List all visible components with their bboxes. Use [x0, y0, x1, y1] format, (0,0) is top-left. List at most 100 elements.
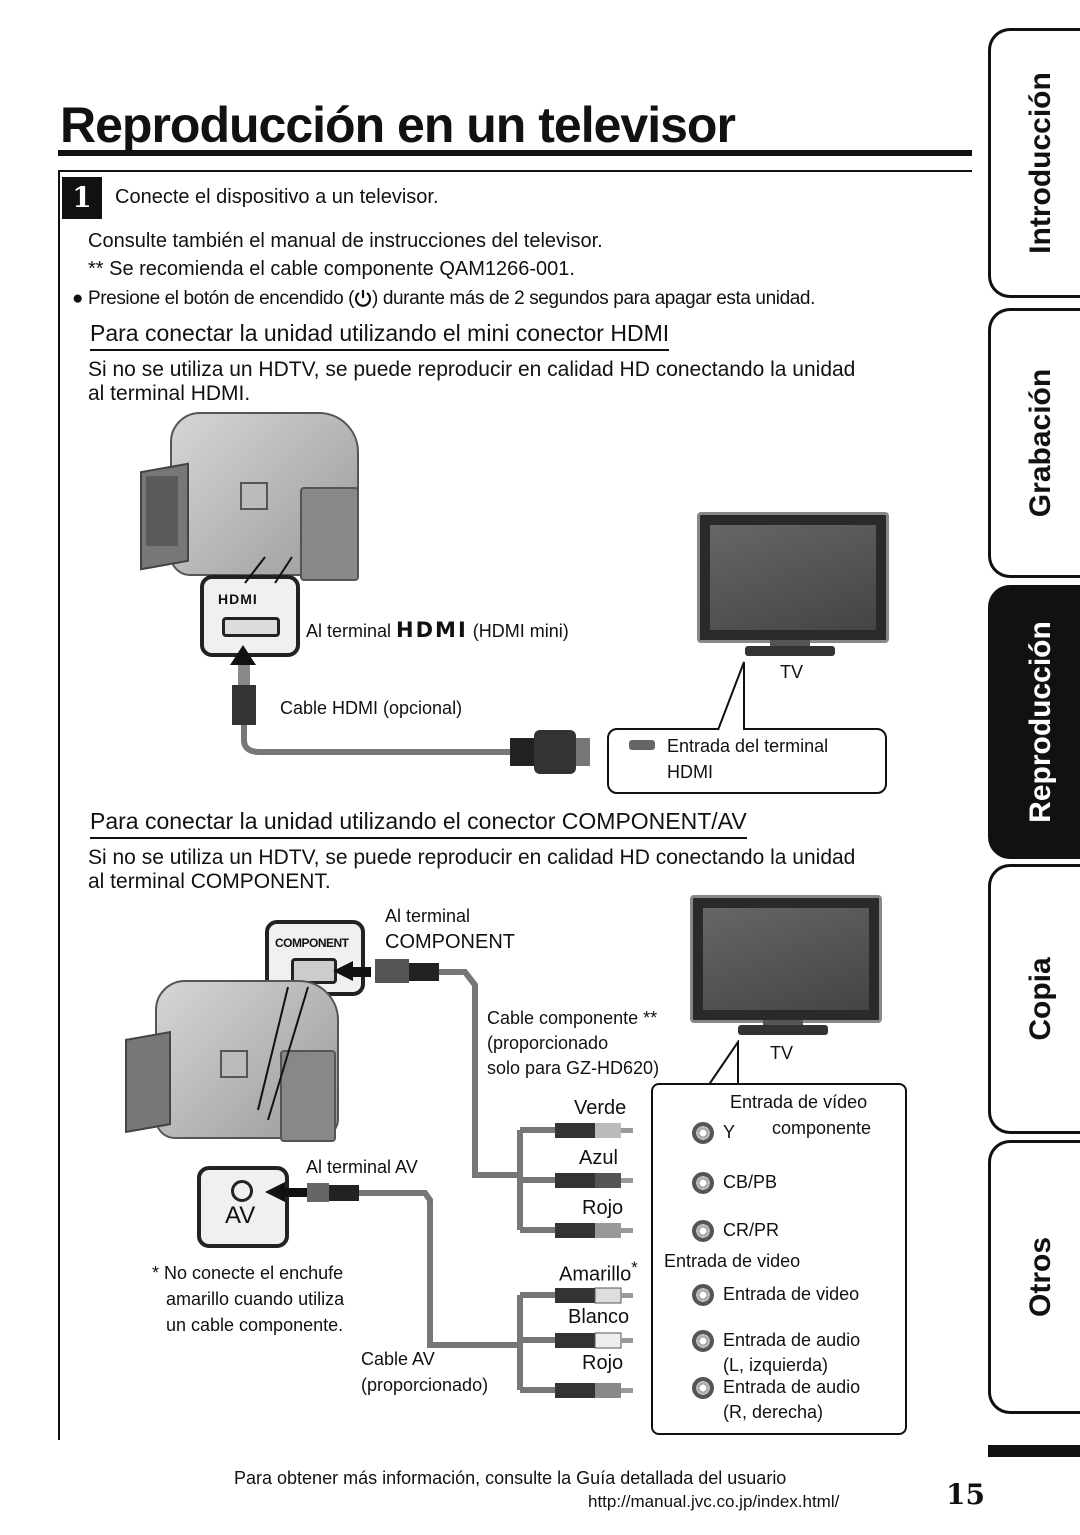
note-line-1: * No conecte el enchufe: [152, 1263, 344, 1283]
component-av-cables: [265, 959, 633, 1398]
tv-screen: [710, 525, 876, 630]
av-port-icon: [231, 1180, 253, 1202]
audio-l-line-1: Entrada de audio: [723, 1330, 861, 1350]
tv-callout-pointer: [717, 661, 745, 731]
plug-label-rojo-audio: Rojo: [582, 1352, 624, 1374]
page-number: 15: [946, 1478, 985, 1511]
terminal-prefix: Al terminal: [306, 621, 392, 641]
amarillo-text: Amarillo: [559, 1263, 632, 1286]
footer-bar: [988, 1445, 1080, 1457]
hdmi-port-icon: [222, 617, 280, 637]
component-para-line-1: Si no se utiliza un HDTV, se puede repro…: [88, 846, 856, 869]
insert-arrow-icon-component: [333, 961, 353, 981]
tab-otros[interactable]: Otros: [988, 1140, 1080, 1414]
camcorder-lens: [300, 487, 359, 581]
hdmi-icon-label: HDMI: [218, 591, 258, 607]
step-text: Conecte el dispositivo a un televisor.: [115, 186, 439, 208]
bullet-text-before: Presione el botón de encendido (: [87, 288, 355, 309]
component-para-line-2: al terminal COMPONENT.: [88, 870, 331, 893]
av-icon-label: AV: [225, 1202, 256, 1229]
component-cable-line-3: solo para GZ-HD620): [487, 1058, 660, 1078]
tv-base: [745, 646, 835, 656]
tab-reproduccion[interactable]: Reproducción: [988, 585, 1080, 859]
component-cable-line-1: Cable componente **: [487, 1008, 658, 1028]
cr-label: CR/PR: [723, 1220, 780, 1240]
note-line-3: un cable componente.: [166, 1315, 344, 1335]
amarillo-asterisk: *: [631, 1258, 638, 1277]
page-title: Reproducción en un televisor: [60, 97, 736, 153]
hdmi-cable-label: Cable HDMI (opcional): [280, 698, 463, 718]
av-terminal-label: Al terminal AV: [306, 1157, 418, 1177]
component-callout-lines: [257, 986, 309, 1121]
hdmi-paragraph: Si no se utiliza un HDTV, se puede repro…: [88, 358, 968, 406]
video-input-heading: Entrada de video: [664, 1251, 801, 1271]
tv-base-2: [738, 1025, 828, 1035]
hdmi-callout-lines: [244, 556, 293, 584]
power-bullet: ● Presione el botón de encendido () dura…: [72, 288, 815, 310]
power-icon: [354, 290, 372, 307]
audio-l-line-2: (L, izquierda): [723, 1355, 829, 1375]
component-paragraph: Si no se utiliza un HDTV, se puede repro…: [88, 846, 968, 894]
intro-line-2: ** Se recomienda el cable componente QAM…: [88, 258, 575, 280]
tab-label-otros: Otros: [1024, 1236, 1057, 1318]
lcd-screen: [146, 476, 178, 546]
tv-image-component: [690, 895, 882, 1023]
hdmi-input-line-2: HDMI: [667, 762, 713, 782]
tv-callout-pointer-2: [707, 1040, 739, 1087]
footer-url[interactable]: http://manual.jvc.co.jp/index.html/: [588, 1492, 840, 1511]
tab-grabacion[interactable]: Grabación: [988, 308, 1080, 578]
av-cable-line-2: (proporcionado): [361, 1375, 489, 1395]
speaker-grille: [240, 482, 268, 510]
cr-jack-icon: [692, 1220, 714, 1242]
hdmi-para-line-1: Si no se utiliza un HDTV, se puede repro…: [88, 358, 856, 381]
hdmi-input-port-icon: [629, 740, 655, 750]
y-label: Y: [723, 1122, 736, 1142]
tab-introduccion[interactable]: Introducción: [988, 28, 1080, 298]
left-margin-line: [58, 170, 60, 1440]
video-jack-icon: [692, 1284, 714, 1306]
camcorder-lcd-2: [125, 1030, 171, 1134]
tv-input-panel: [651, 1083, 907, 1435]
plug-label-rojo: Rojo: [582, 1197, 624, 1219]
audio-r-jack-icon: [692, 1377, 714, 1399]
av-port-icon-box: AV: [197, 1166, 289, 1248]
hdmi-para-line-2: al terminal HDMI.: [88, 382, 251, 405]
hdmi-terminal-label: Al terminal HDMI (HDMI mini): [306, 618, 569, 642]
hdmi-cable: [230, 645, 590, 774]
plug-label-blanco: Blanco: [568, 1306, 630, 1328]
plug-label-azul: Azul: [579, 1147, 618, 1169]
plug-label-verde: Verde: [574, 1097, 627, 1119]
tv-label-component: TV: [770, 1043, 794, 1063]
plug-label-amarillo: Amarillo*: [559, 1258, 638, 1287]
step-number: 1: [62, 177, 102, 219]
insert-arrow-icon-av: [265, 1182, 285, 1202]
audio-r-line-2: (R, derecha): [723, 1402, 824, 1422]
tv-stand-2: [763, 1020, 803, 1026]
tab-copia[interactable]: Copia: [988, 864, 1080, 1134]
tv-image-hdmi: [697, 512, 889, 643]
component-terminal-line-1: Al terminal: [385, 906, 471, 926]
title-rule: [58, 150, 972, 156]
tab-label-reproduccion: Reproducción: [1024, 621, 1057, 823]
hdmi-heading: Para conectar la unidad utilizando el mi…: [90, 320, 670, 351]
insert-arrow-icon: [230, 645, 256, 665]
intro-line-1: Consulte también el manual de instruccio…: [88, 230, 603, 252]
footer-text: Para obtener más información, consulte l…: [234, 1468, 787, 1488]
cb-jack-icon: [692, 1172, 714, 1194]
av-cable-line-1: Cable AV: [361, 1349, 435, 1369]
y-jack-icon: [692, 1122, 714, 1144]
audio-r-line-1: Entrada de audio: [723, 1377, 861, 1397]
component-cable-line-2: (proporcionado: [487, 1033, 609, 1053]
hdmi-logo: HDMI: [396, 618, 468, 642]
section-rule: [58, 170, 972, 172]
note-line-2: amarillo cuando utiliza: [166, 1289, 345, 1309]
video-input-label: Entrada de video: [723, 1284, 860, 1304]
camcorder-image: [140, 412, 360, 587]
cb-label: CB/PB: [723, 1172, 778, 1192]
hdmi-input-line-1: Entrada del terminal: [667, 736, 829, 756]
tv-stand: [770, 640, 810, 646]
component-icon-label: COMPONENT: [275, 936, 349, 950]
bullet-dot-icon: ●: [72, 288, 88, 309]
speaker-grille-2: [220, 1050, 248, 1078]
tab-label-grabacion: Grabación: [1024, 368, 1057, 518]
